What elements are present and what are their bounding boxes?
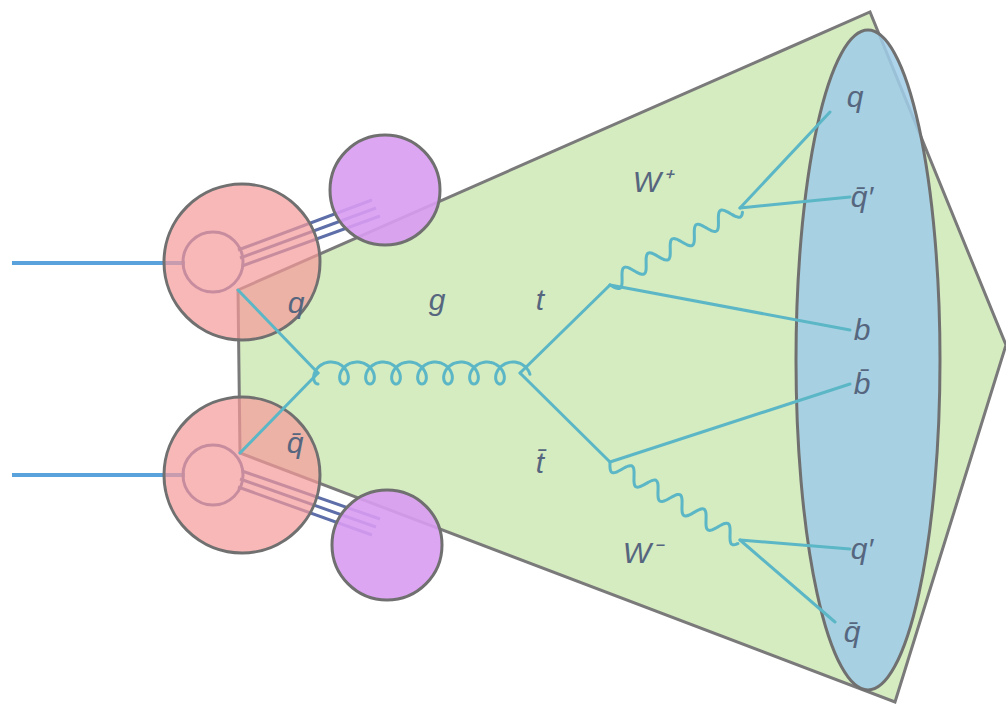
particle-label: q̄′	[851, 182, 873, 212]
beam-line	[12, 473, 185, 477]
gluon-line	[314, 362, 530, 384]
parton-blob	[164, 397, 320, 553]
particle-label: q′	[851, 534, 873, 564]
particle-label: W⁻	[623, 538, 661, 568]
particle-label: t̄	[536, 448, 544, 478]
particle-label: b̄	[854, 369, 871, 399]
feynman-lines	[238, 112, 850, 622]
parton-blob	[164, 184, 320, 340]
particle-label: g	[429, 285, 446, 315]
remnant-blob	[332, 490, 442, 600]
particle-label: W⁺	[633, 167, 671, 197]
particle-label: t	[536, 285, 544, 315]
beam-line	[12, 261, 185, 265]
detector-ellipse	[796, 30, 940, 690]
w-boson-line	[610, 462, 738, 545]
remnant-blob	[330, 135, 440, 245]
particle-label: q	[288, 288, 305, 318]
particle-label: q̄	[287, 428, 304, 458]
cone	[238, 12, 1006, 702]
particle-label: q	[847, 82, 864, 112]
particle-label: b	[854, 315, 871, 345]
w-boson-line	[610, 210, 742, 289]
particle-label: q̄	[844, 617, 861, 647]
